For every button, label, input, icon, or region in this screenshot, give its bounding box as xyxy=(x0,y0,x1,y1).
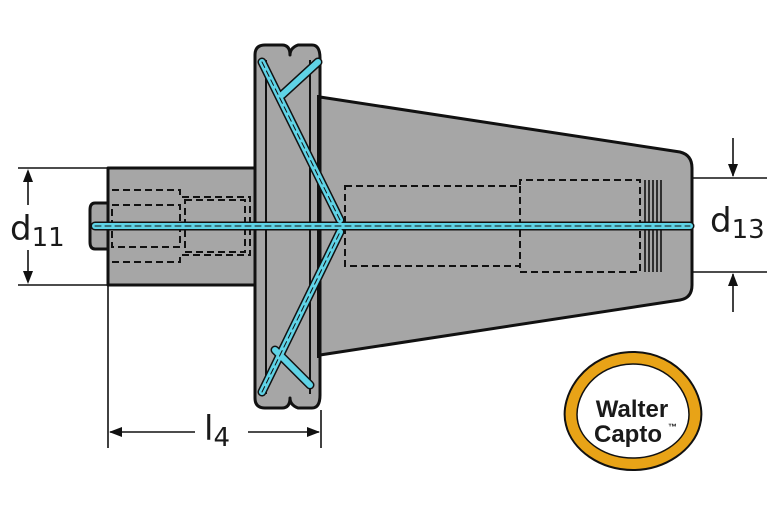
logo-trademark: ™ xyxy=(668,422,677,432)
upper-coolant-channel xyxy=(259,59,343,223)
coolant-channels xyxy=(90,57,695,397)
dimension-sub-d13: 13 xyxy=(732,215,765,245)
dimension-label-d13: d13 xyxy=(710,201,765,245)
logo-inner-field xyxy=(576,363,690,459)
dimension-label-l4: l4 xyxy=(204,409,230,453)
dimension-sub-l4: 4 xyxy=(213,423,230,453)
logo-line-walter: Walter xyxy=(596,396,668,423)
dimension-lines xyxy=(18,138,767,448)
dimension-label-d11: d11 xyxy=(10,209,65,253)
walter-capto-logo: Walter Capto ™ xyxy=(563,350,703,472)
dimension-sub-d11: 11 xyxy=(32,223,65,253)
logo-line-capto: Capto xyxy=(594,421,662,448)
